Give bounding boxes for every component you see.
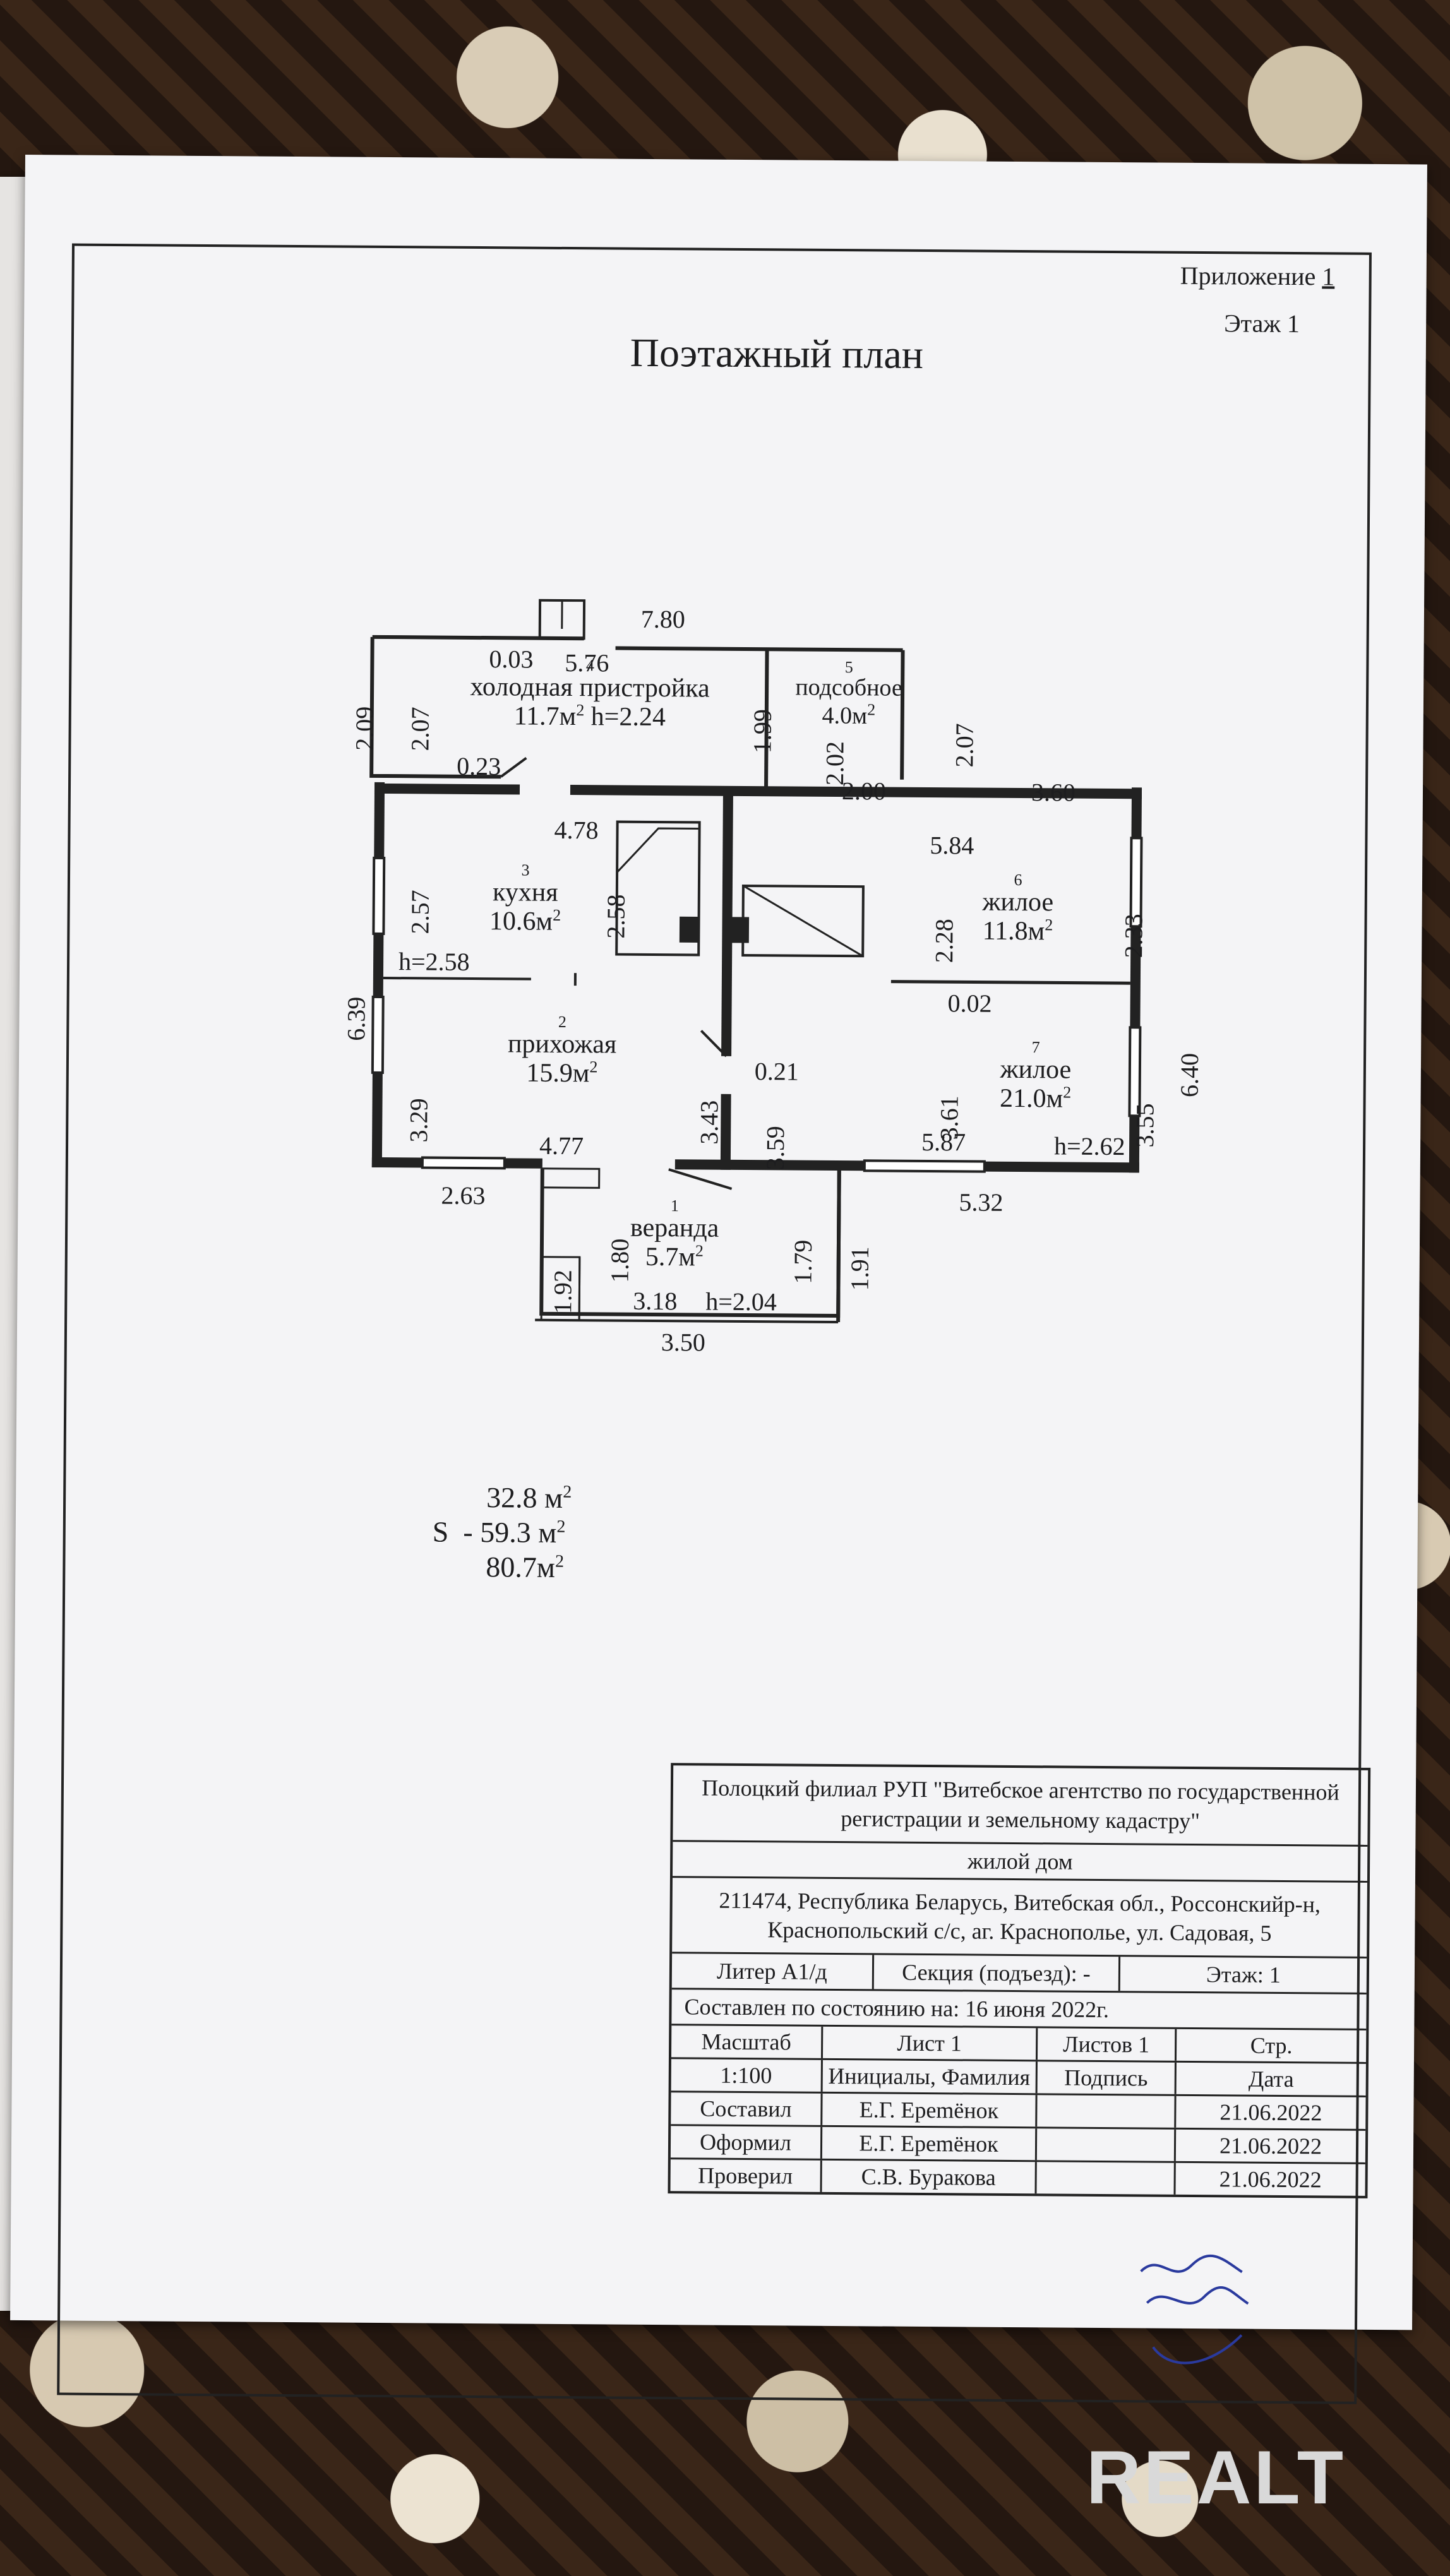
head-signature: Подпись <box>1037 2061 1177 2094</box>
table-row: Составил Е.Г. Ерemёнок 21.06.2022 <box>671 2092 1366 2132</box>
dim-hall-left: 3.29 <box>404 1098 433 1143</box>
dim-pantry-left: 1.99 <box>748 709 777 754</box>
row-signature <box>1037 2095 1177 2128</box>
dim-ver-width: 3.18 <box>633 1286 678 1316</box>
extension-wall <box>369 636 501 779</box>
head-sheets: Листов 1 <box>1037 2028 1177 2061</box>
dim-left-outer: 2.09 <box>350 706 379 751</box>
dim-bottom-left: 2.63 <box>441 1181 486 1210</box>
title-block-head1: Масштаб Лист 1 Листов 1 Стр. <box>671 2025 1367 2065</box>
title-block-head2: 1:100 Инициалы, Фамилия Подпись Дата <box>671 2059 1366 2098</box>
title-block-object: жилой дом <box>672 1841 1368 1883</box>
title-block-floor: Этаж: 1 <box>1206 1962 1281 1988</box>
row-role: Проверил <box>670 2159 822 2193</box>
dim-left-inner: 2.07 <box>405 707 434 751</box>
title-block-meta: Литер А1/д Секция (подъезд): - Этаж: 1 <box>671 1953 1367 1995</box>
room-living-6: 6 жилое 11.8м2 <box>982 870 1054 946</box>
area-value-3: 80.7м2 <box>486 1551 565 1583</box>
scale-value: 1:100 <box>671 2059 823 2092</box>
head-scale: Масштаб <box>671 2025 824 2059</box>
room-living-7: 7 жилое 21.0м2 <box>999 1038 1072 1114</box>
floor-plan <box>369 599 1143 1324</box>
title-block-section: Секция (подъезд): - <box>873 1955 1121 1991</box>
dim-r7-right: 3.55 <box>1130 1103 1159 1148</box>
row-person: Е.Г. Ерemёнок <box>822 2094 1038 2127</box>
title-block-state: Составлен по состоянию на: 16 июня 2022г… <box>671 1989 1367 2031</box>
dim-002: 0.02 <box>947 989 992 1018</box>
handwritten-signatures <box>1140 2254 1249 2364</box>
table-row: Оформил Е.Г. Ерemёнок 21.06.2022 <box>670 2126 1366 2165</box>
room-pantry: 5 подсобное 4.0м2 <box>795 658 903 729</box>
title-block: Полоцкий филиал РУП "Витебское агентство… <box>668 1763 1371 2199</box>
row-role: Составил <box>671 2092 823 2126</box>
dim-kitchen-top: 4.78 <box>554 815 599 845</box>
dim-r6-right: 2.33 <box>1119 914 1148 958</box>
row-person: С.В. Буракова <box>822 2161 1037 2194</box>
dim-kitchen-h: h=2.58 <box>398 947 470 976</box>
dim-kitchen-left: 2.57 <box>405 890 434 934</box>
area-value-2: S - 59.3 м2 <box>432 1515 566 1549</box>
room-hallway: 2 прихожая 15.9м2 <box>507 1012 617 1088</box>
dim-top-total: 7.80 <box>640 604 686 634</box>
dim-021: 0.21 <box>754 1057 800 1086</box>
title-block-organization: Полоцкий филиал РУП "Витебское агентство… <box>673 1765 1369 1847</box>
dim-ver-bottom: 3.50 <box>661 1328 706 1357</box>
head-initials: Инициалы, Фамилия <box>822 2060 1038 2094</box>
dim-hall-bottom: 4.77 <box>539 1131 584 1160</box>
row-signature <box>1036 2162 1176 2195</box>
head-date: Дата <box>1248 2066 1294 2092</box>
dim-r7-h: h=2.62 <box>1053 1131 1125 1161</box>
title-block-liter: Литер А1/д <box>671 1953 875 1989</box>
room-kitchen: 3 кухня 10.6м2 <box>489 861 561 936</box>
dim-hall-right: 3.43 <box>695 1100 724 1145</box>
row-role: Оформил <box>670 2126 823 2159</box>
dim-pantry-bottom: 2.00 <box>841 777 887 806</box>
partition-wall <box>721 790 733 1056</box>
dim-ver-small: 1.92 <box>548 1269 577 1315</box>
dim-right-total: 6.40 <box>1175 1052 1204 1098</box>
row-date: 21.06.2022 <box>1219 2099 1322 2126</box>
dim-pantry-right: 2.07 <box>950 723 979 768</box>
row-person: Е.Г. Ерemёнок <box>822 2127 1038 2161</box>
dim-023: 0.23 <box>457 751 501 781</box>
main-top-wall-left <box>374 783 520 795</box>
dim-kitchen-right: 2.58 <box>601 894 630 939</box>
row-signature <box>1036 2128 1177 2161</box>
dim-r7-bottom: 5.87 <box>921 1127 966 1157</box>
dim-r6-top: 5.84 <box>930 831 974 860</box>
row-date: 21.06.2022 <box>1219 2133 1322 2159</box>
room-cold-extension: 4 холодная пристройка 11.7м2 h=2.24 <box>470 656 710 732</box>
dim-ver-outer-right: 1.91 <box>845 1246 874 1291</box>
dim-ver-h: h=2.04 <box>705 1287 777 1316</box>
realt-watermark: REALT <box>1086 2435 1346 2520</box>
dim-left-total: 6.39 <box>342 996 371 1041</box>
head-sheet: Лист 1 <box>822 2027 1038 2060</box>
area-value-1: 32.8 м2 <box>486 1481 572 1514</box>
dim-bottom-right: 5.32 <box>959 1188 1004 1217</box>
table-row: Проверил С.В. Буракова 21.06.2022 <box>670 2159 1365 2196</box>
room-veranda: 1 веранда 5.7м2 <box>630 1196 719 1272</box>
row-date: 21.06.2022 <box>1219 2166 1322 2193</box>
dim-r7-inner-left: 3.59 <box>760 1126 790 1171</box>
document-sheet: Приложение 1 Этаж 1 Поэтажный план <box>10 155 1427 2404</box>
dim-ver-right: 1.79 <box>788 1239 818 1284</box>
head-page: Стр. <box>1250 2032 1293 2059</box>
dim-right-top: 3.60 <box>1031 778 1076 807</box>
main-left-wall <box>371 782 385 1167</box>
title-block-address: 211474, Республика Беларусь, Витебская о… <box>672 1877 1367 1959</box>
